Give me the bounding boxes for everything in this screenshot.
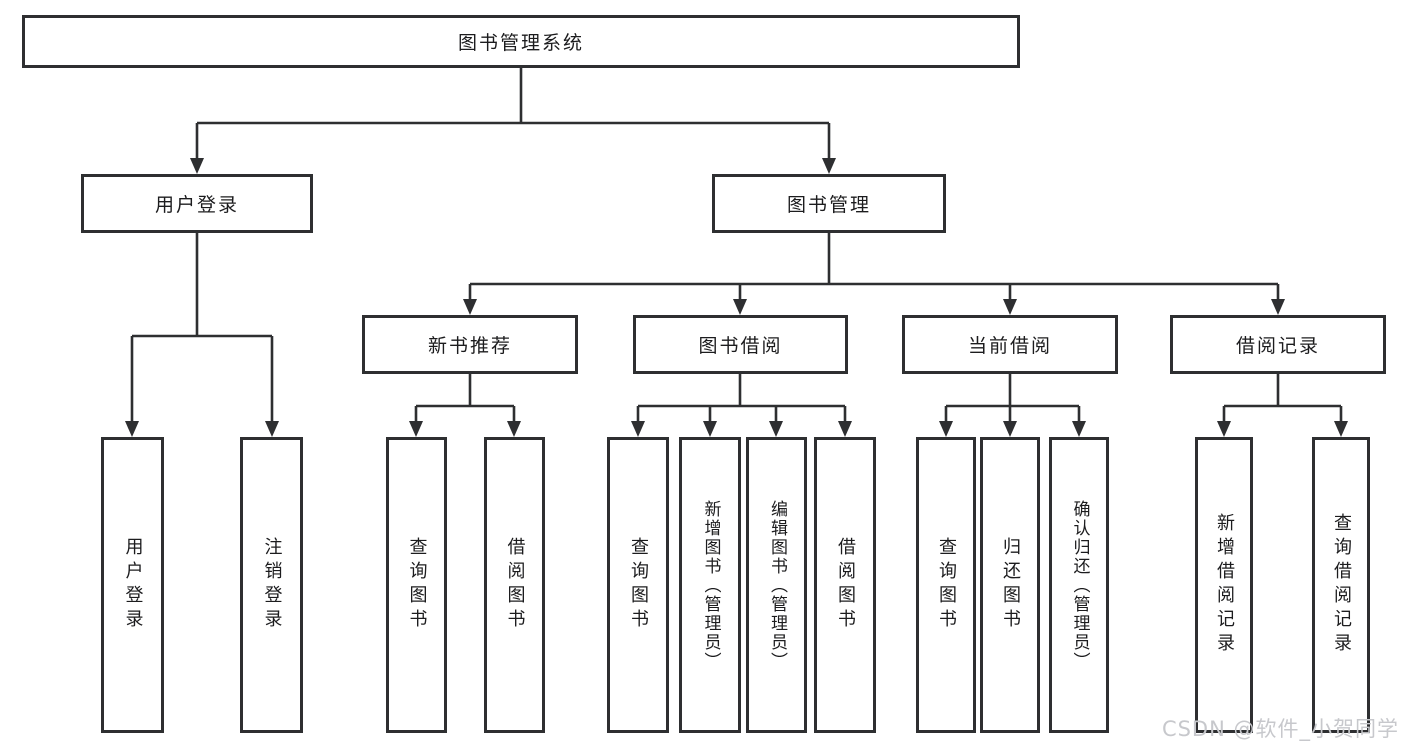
leaf-bookborrow-add-books-admin: 新增图书（管理员） (679, 437, 741, 733)
leaf-userlogin-login: 用户登录 (101, 437, 164, 733)
node-book-management: 图书管理 (712, 174, 946, 233)
leaf-newbooks-borrow-books: 借阅图书 (484, 437, 545, 733)
leaf-records-query-borrow-record: 查询借阅记录 (1312, 437, 1370, 733)
leaf-userlogin-logout: 注销登录 (240, 437, 303, 733)
leaf-currentborrow-return-books: 归还图书 (980, 437, 1040, 733)
node-book-borrow: 图书借阅 (633, 315, 848, 374)
node-new-book-recommend: 新书推荐 (362, 315, 578, 374)
leaf-newbooks-query-books: 查询图书 (386, 437, 447, 733)
node-borrow-records: 借阅记录 (1170, 315, 1386, 374)
leaf-bookborrow-edit-books-admin: 编辑图书（管理员） (746, 437, 807, 733)
node-current-borrow: 当前借阅 (902, 315, 1118, 374)
leaf-records-add-borrow-record: 新增借阅记录 (1195, 437, 1253, 733)
leaf-bookborrow-query-books: 查询图书 (607, 437, 669, 733)
leaf-currentborrow-confirm-return-admin: 确认归还（管理员） (1049, 437, 1109, 733)
node-root: 图书管理系统 (22, 15, 1020, 68)
leaf-bookborrow-borrow-books: 借阅图书 (814, 437, 876, 733)
leaf-currentborrow-query-books: 查询图书 (916, 437, 976, 733)
node-user-login: 用户登录 (81, 174, 313, 233)
